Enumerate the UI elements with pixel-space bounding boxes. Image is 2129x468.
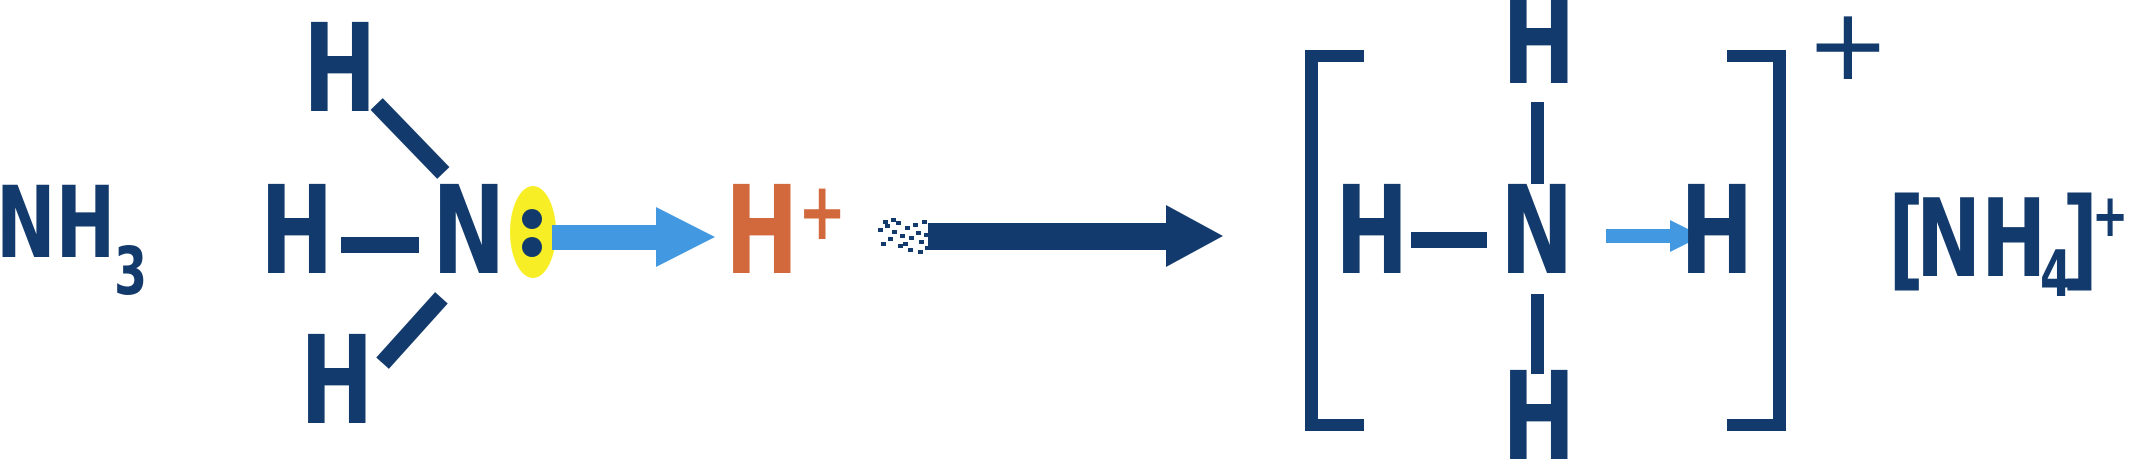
product-atom-h-top: H [1502,0,1576,112]
product-label-subscript: 4 [2040,238,2073,312]
ammonia-atom-h-bottom: H [300,310,374,452]
product-label-formula: NH [1916,177,2047,302]
product-charge-superscript: + [1806,0,1890,103]
proton-symbol: H [725,160,799,302]
bond-h-n-horizontal [341,237,419,253]
reactant-formula-subscript: 3 [114,233,148,310]
product-atom-h-right: H [1680,160,1754,302]
lone-pair-highlight [510,186,556,278]
product-bond-n-h-top [1531,102,1544,184]
dative-bond-arrow-head-icon [1670,220,1702,252]
dative-bond-arrow-shaft [1606,229,1674,243]
right-bracket [1727,50,1786,431]
product-bond-h-n-horizontal [1411,232,1487,248]
reaction-arrow-shaft [928,223,1168,250]
product-label-close-bracket: ] [2062,174,2099,302]
product-atom-h-left: H [1335,160,1409,302]
reactant-formula: NH [0,166,116,281]
ammonia-atom-nitrogen: N [432,160,506,302]
reaction-arrow-tail-speckle [878,228,883,232]
proton-charge: + [798,165,847,258]
donation-arrow-head-icon [656,207,715,267]
left-bracket [1305,50,1364,431]
lone-pair-dot-bottom [522,237,542,257]
bond-n-h-bottom [376,292,448,369]
product-bond-n-h-bottom [1531,294,1544,374]
product-atom-nitrogen: N [1500,160,1574,302]
donation-arrow-shaft [552,225,658,250]
reaction-arrow-head-icon [1166,205,1223,267]
ammonia-atom-h-top: H [303,0,377,140]
lone-pair-dot-top [522,209,542,229]
product-label-charge: + [2092,181,2129,251]
ammonia-atom-h-left: H [260,160,334,302]
product-atom-h-bottom: H [1502,346,1576,468]
product-label-open-bracket: [ [1888,174,1925,302]
